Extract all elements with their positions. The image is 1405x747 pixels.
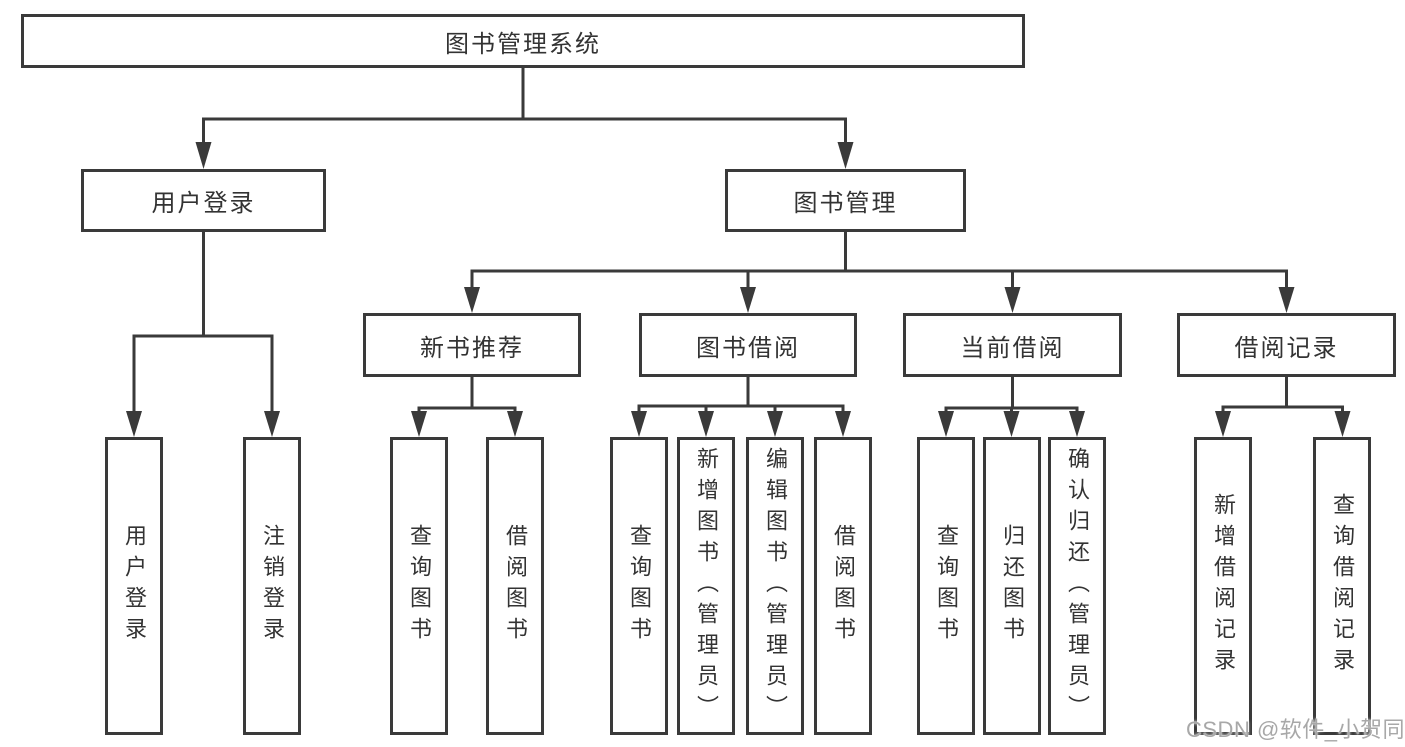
leaf-confirm-return-admin: 确认归还（管理员） — [1048, 437, 1106, 735]
leaf-query-books-recommend-label: 查询图书 — [407, 524, 432, 648]
leaf-add-borrow-record: 新增借阅记录 — [1194, 437, 1252, 735]
connector-arrowheads — [126, 142, 1351, 437]
leaf-logout: 注销登录 — [243, 437, 301, 735]
node-user-login: 用户登录 — [81, 169, 326, 232]
leaf-add-books-admin-label: 新增图书（管理员） — [694, 446, 719, 726]
leaf-add-books-admin: 新增图书（管理员） — [677, 437, 735, 735]
node-book-management-label: 图书管理 — [793, 190, 898, 217]
node-borrowing-records-label: 借阅记录 — [1234, 334, 1339, 362]
leaf-confirm-return-admin-label: 确认归还（管理员） — [1065, 446, 1090, 726]
leaf-add-borrow-record-label: 新增借阅记录 — [1211, 493, 1236, 679]
leaf-query-books-borrowing-label: 查询图书 — [627, 524, 652, 648]
csdn-watermark: CSDN @软件_小贺同学 — [1186, 717, 1405, 742]
leaf-user-login: 用户登录 — [105, 437, 163, 735]
leaf-query-books-current: 查询图书 — [917, 437, 975, 735]
leaf-query-books-borrowing: 查询图书 — [610, 437, 668, 735]
node-book-borrowing-label: 图书借阅 — [696, 334, 800, 362]
leaf-borrow-books: 借阅图书 — [814, 437, 872, 735]
leaf-logout-label: 注销登录 — [260, 524, 285, 648]
leaf-query-books-current-label: 查询图书 — [934, 524, 959, 648]
leaf-edit-books-admin-label: 编辑图书（管理员） — [763, 446, 788, 726]
leaf-user-login-label: 用户登录 — [122, 524, 147, 648]
node-user-login-label: 用户登录 — [151, 190, 256, 217]
node-borrowing-records: 借阅记录 — [1177, 313, 1396, 377]
leaf-query-borrow-record: 查询借阅记录 — [1313, 437, 1371, 735]
node-new-book-recommend-label: 新书推荐 — [420, 334, 524, 362]
leaf-query-books-recommend: 查询图书 — [390, 437, 448, 735]
leaf-borrow-books-recommend-label: 借阅图书 — [503, 524, 528, 648]
leaf-return-books-label: 归还图书 — [1000, 524, 1025, 648]
node-book-borrowing: 图书借阅 — [639, 313, 857, 377]
node-new-book-recommend: 新书推荐 — [363, 313, 581, 377]
node-library-system-label: 图书管理系统 — [445, 30, 601, 58]
leaf-query-borrow-record-label: 查询借阅记录 — [1330, 493, 1355, 679]
node-current-borrowing: 当前借阅 — [903, 313, 1122, 377]
leaf-borrow-books-label: 借阅图书 — [831, 524, 856, 648]
leaf-edit-books-admin: 编辑图书（管理员） — [746, 437, 804, 735]
leaf-borrow-books-recommend: 借阅图书 — [486, 437, 544, 735]
leaf-return-books: 归还图书 — [983, 437, 1041, 735]
node-current-borrowing-label: 当前借阅 — [960, 334, 1065, 362]
node-book-management: 图书管理 — [725, 169, 966, 232]
node-library-system: 图书管理系统 — [21, 14, 1025, 68]
